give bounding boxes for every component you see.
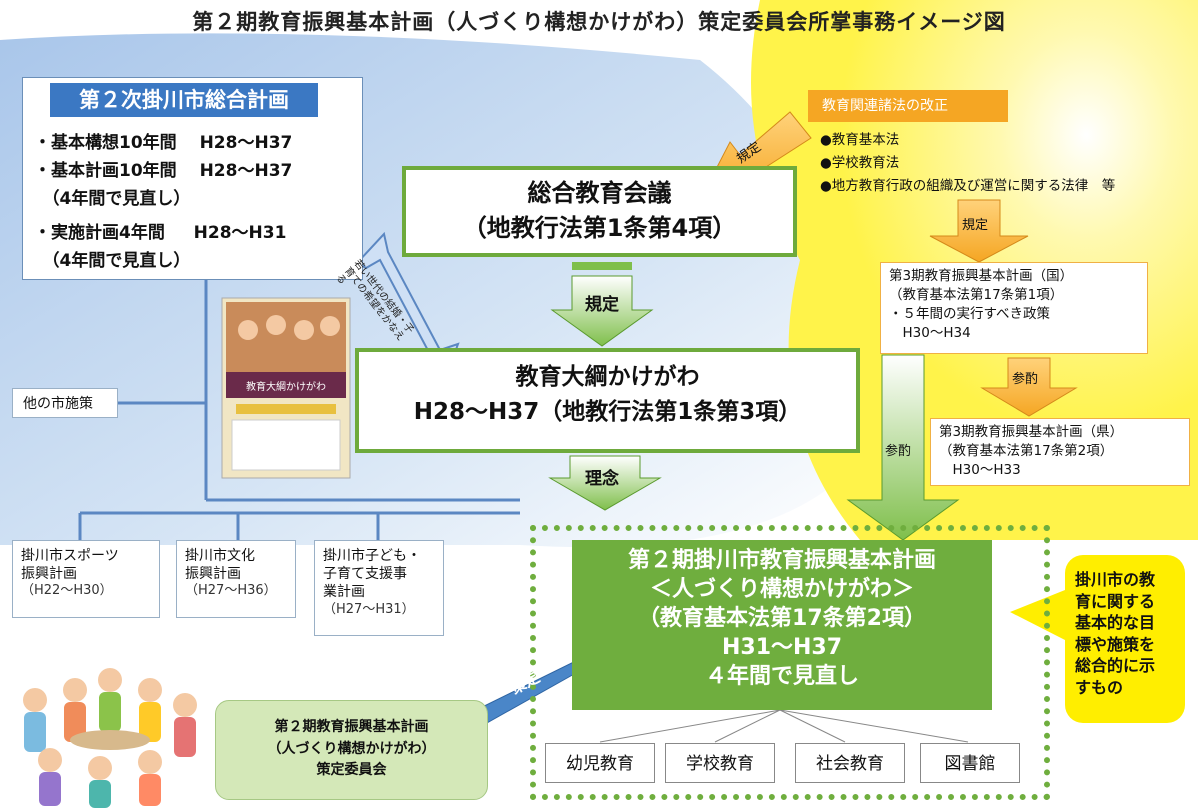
sub-plan-name: 掛川市スポーツ: [21, 548, 119, 564]
sub-plan-name: 掛川市文化: [185, 548, 255, 564]
callout-line: 基本的な目: [1075, 613, 1156, 633]
general-plan-item: ・基本構想10年間 H28～H37: [34, 133, 293, 153]
national-plan-line: H30～H34: [889, 324, 971, 341]
taiko-line2: H28～H37（地教行法第1条第3項）: [413, 398, 802, 425]
callout-bubble: 掛川市の教 育に関する 基本的な目 標や施策を 総合的に示 すもの: [1065, 555, 1185, 723]
callout-line: 育に関する: [1075, 591, 1156, 611]
committee-line: （人づくり構想かけがわ）: [267, 740, 436, 757]
main-plan-frame: [530, 525, 1050, 800]
general-plan-title: 第２次掛川市総合計画: [50, 83, 318, 117]
sub-plan-culture: 掛川市文化 振興計画 （H27～H36）: [176, 540, 296, 618]
sub-plan-children: 掛川市子ども・ 子育て支援事 業計画 （H27～H31）: [314, 540, 444, 636]
callout-line: 総合的に示: [1075, 656, 1156, 676]
national-plan-box: 第3期教育振興基本計画（国） （教育基本法第17条第1項） ・５年間の実行すべき…: [880, 262, 1148, 354]
general-plan-item: （4年間で見直し）: [34, 251, 191, 271]
sogo-kyoiku-kaigi-box: 総合教育会議 （地教行法第1条第4項）: [402, 166, 797, 257]
page-title: 第２期教育振興基本計画（人づくり構想かけがわ）策定委員会所掌事務イメージ図: [192, 10, 1006, 34]
national-plan-line: 第3期教育振興基本計画（国）: [889, 268, 1074, 284]
pamphlet-caption: 教育大綱かけがわ: [246, 382, 326, 393]
category-shakai: 社会教育: [795, 743, 905, 783]
arrow-sanshaku-down: [846, 354, 960, 541]
law-item: ●学校教育法: [820, 155, 900, 171]
prefecture-plan-line: 第3期教育振興基本計画（県）: [939, 424, 1124, 440]
national-plan-line: ・５年間の実行すべき政策: [889, 305, 1051, 322]
kyoiku-kaigi-line2: （地教行法第1条第4項）: [462, 213, 737, 242]
sub-plan-name: 振興計画: [185, 566, 241, 583]
other-policies-box: 他の市施策: [12, 388, 118, 418]
people-illustration: [23, 668, 197, 808]
sub-plan-name: 振興計画: [21, 566, 77, 583]
general-plan-item: ・実施計画4年間 H28～H31: [34, 223, 287, 243]
kyoiku-kaigi-line1: 総合教育会議: [527, 179, 672, 207]
taiko-line1: 教育大綱かけがわ: [515, 364, 700, 390]
callout-pointer: [1010, 590, 1065, 640]
sub-plan-period: （H27～H31）: [323, 601, 415, 617]
sub-plan-name: 業計画: [323, 584, 365, 601]
general-plan-item: （4年間で見直し）: [34, 189, 191, 209]
callout-line: すもの: [1075, 677, 1124, 697]
pamphlet-image: [221, 297, 351, 479]
sanshaku-right-label: 参酌: [1012, 372, 1039, 387]
arrow-rinen: [548, 455, 662, 511]
main-plan-box: 第２期掛川市教育振興基本計画 ＜人づくり構想かけがわ＞ （教育基本法第17条第2…: [572, 540, 992, 710]
kitei-right-label: 規定: [962, 218, 989, 233]
prefecture-plan-line: （教育基本法第17条第2項）: [939, 442, 1114, 459]
category-toshokan: 図書館: [920, 743, 1020, 783]
sub-plan-name: 掛川市子ども・: [323, 548, 421, 564]
committee-line: 策定委員会: [316, 762, 387, 779]
sub-plan-period: （H27～H36）: [185, 583, 277, 599]
committee-box: 第２期教育振興基本計画 （人づくり構想かけがわ） 策定委員会: [215, 700, 488, 800]
main-plan-line: ＜人づくり構想かけがわ＞: [649, 577, 914, 603]
sub-plan-sports: 掛川市スポーツ 振興計画 （H22～H30）: [12, 540, 160, 618]
arrow-kitei-main: [550, 262, 654, 347]
prefecture-plan-line: H30～H33: [939, 461, 1021, 478]
callout-line: 掛川市の教: [1075, 570, 1156, 589]
law-item: ●地方教育行政の組織及び運営に関する法律 等: [820, 178, 1116, 194]
main-plan-line: H31～H37: [721, 635, 843, 661]
main-plan-line: （教育基本法第17条第2項）: [638, 606, 926, 632]
sub-plan-period: （H22～H30）: [21, 583, 113, 599]
committee-line: 第２期教育振興基本計画: [274, 719, 429, 735]
main-plan-line: ４年間で見直し: [704, 664, 859, 690]
rinen-label: 理念: [585, 469, 619, 489]
law-item: ●教育基本法: [820, 132, 900, 148]
arrow-kitei-right: [929, 199, 1029, 263]
sanshaku-down-label: 参酌: [885, 444, 912, 459]
kyoiku-taiko-box: 教育大綱かけがわ H28～H37（地教行法第1条第3項）: [355, 348, 860, 453]
main-plan-line: 第２期掛川市教育振興基本計画: [627, 548, 936, 573]
category-gakko: 学校教育: [665, 743, 775, 783]
category-yoji: 幼児教育: [545, 743, 655, 783]
prefecture-plan-box: 第3期教育振興基本計画（県） （教育基本法第17条第2項） H30～H33: [930, 418, 1190, 486]
arrow-sanshaku-right: [980, 357, 1078, 417]
kitei-main-label: 規定: [585, 295, 619, 315]
callout-line: 標や施策を: [1075, 634, 1156, 654]
national-plan-line: （教育基本法第17条第1項）: [889, 286, 1064, 303]
general-plan-item: ・基本計画10年間 H28～H37: [34, 161, 293, 181]
laws-title: 教育関連諸法の改正: [808, 90, 1008, 122]
sub-plan-name: 子育て支援事: [323, 566, 407, 583]
